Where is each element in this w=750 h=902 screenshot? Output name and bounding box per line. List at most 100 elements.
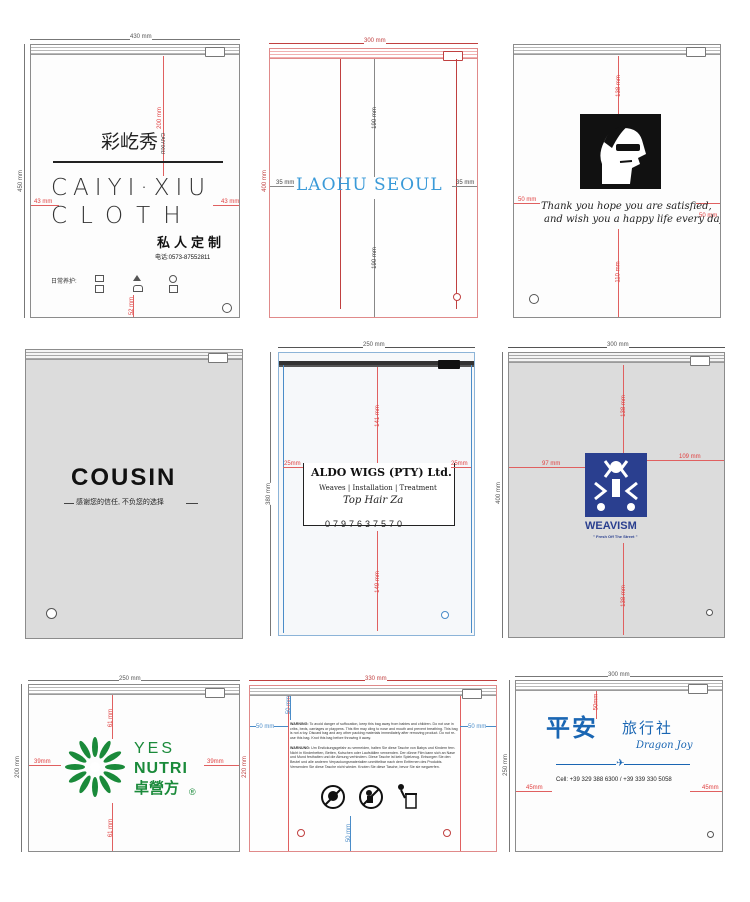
iron-icon — [133, 285, 143, 292]
tagline-rule-left — [64, 503, 74, 504]
card8-top-dim: 330 mm — [365, 676, 387, 682]
bag-mockup-warning: 50 mm 50 mm 50 mm WARNING: To avoid dang… — [249, 685, 497, 852]
brand-cousin: COUSIN — [71, 464, 177, 491]
warning-en-body: To avoid danger of suffocation, keep thi… — [290, 722, 458, 741]
dim-top: 50mm — [593, 693, 600, 711]
dim-left: 25mm — [284, 461, 301, 467]
dim-left: 97 mm — [542, 461, 561, 467]
line-caiyi-xiu: CAIYI·XIU — [51, 175, 212, 201]
thanks-line-2: and wish you a happy life every day. — [544, 214, 721, 225]
nutri-text: NUTRI — [134, 760, 188, 777]
aldo-brand: ALDO WIGS (PTY) Ltd. — [311, 466, 452, 479]
dim-right: 25mm — [451, 461, 468, 467]
card5-top-dim: 250 mm — [363, 342, 385, 348]
zipper-strip — [514, 45, 720, 55]
bag-mockup-yes-nutri: 61 mm 39mm 39mm YES NUTRI 卓營方 ® 61 mm — [28, 684, 240, 852]
bag-mockup-aldo-wigs: 141 mm 25mm 25mm ALDO WIGS (PTY) Ltd. We… — [278, 352, 475, 636]
bag-mockup-thankyou: 138 mm 50 mm 50 mm Thank you hope you ar… — [513, 44, 721, 318]
zipper-strip — [509, 353, 724, 363]
dim-right: 109 mm — [679, 454, 701, 460]
bag-mockup-laohu-seoul: 190 mm LAOHU SEOUL 35 mm 35 mm 190 mm — [269, 48, 478, 318]
weavism-logo-box — [585, 453, 647, 517]
dim-right: 50 mm — [699, 213, 718, 219]
dim-top: 200 mm — [156, 107, 163, 129]
care-label: 日常养护: — [51, 279, 77, 285]
zipper-strip — [26, 350, 242, 360]
custom-cn: 私人定制 — [157, 236, 226, 251]
phone-cn: 电话:0573-87552811 — [155, 255, 211, 261]
wash-icon — [95, 275, 104, 282]
dim-left: 43 mm — [34, 199, 53, 205]
zipper-tab — [690, 356, 710, 366]
yes-text: YES — [134, 740, 176, 757]
hang-hole — [222, 303, 232, 313]
dim-bottom: 50 mm — [346, 823, 353, 843]
zipper-strip — [29, 685, 239, 695]
card9-side-dim: 250 mm — [502, 754, 509, 776]
tumble-icon — [169, 285, 178, 293]
zipper-tab — [205, 47, 225, 57]
dim-bottom: 138 mm — [620, 585, 627, 607]
aldo-services: Weaves | Installation | Treatment — [319, 484, 437, 492]
aldo-phone: 0797637570 — [325, 519, 406, 529]
weavism-brand: WEAVISM — [585, 520, 637, 532]
care-icons — [93, 275, 193, 297]
zipper-strip — [279, 361, 474, 367]
card1-side-dim: 450 mm — [17, 170, 24, 192]
card8-side-dim: 220 mm — [241, 756, 248, 778]
registered-mark: ® — [189, 787, 196, 797]
line-cloth: CLOTH — [51, 203, 194, 229]
dim-top: 61 mm — [108, 708, 115, 728]
zipper-tab — [205, 688, 225, 698]
brand-script: Dragon Joy — [636, 740, 693, 751]
warning-de: WARNUNG: Um Erstickungsgefahr zu vermeid… — [290, 746, 460, 769]
aldo-logo-frame — [303, 463, 455, 526]
card2-top-dim: 300 mm — [364, 38, 386, 44]
dim-top: 190 mm — [371, 107, 378, 129]
warning-de-title: WARNUNG: — [290, 746, 311, 750]
brand-cn-agency: 旅行社 — [622, 720, 674, 737]
portrait-logo — [580, 114, 661, 189]
brand-cn-main: 平安 — [546, 715, 598, 742]
dim-bottom: 190 mm — [371, 247, 378, 269]
brand-laohu: LAOHU SEOUL — [296, 175, 443, 195]
dim-left: 39mm — [34, 759, 51, 765]
dryclean-icon — [169, 275, 177, 283]
card2-side-dim: 400 mm — [261, 170, 268, 192]
zipper-tab — [686, 47, 706, 57]
hang-hole — [529, 294, 539, 304]
zipper-strip — [31, 45, 239, 55]
tagline-cn: 感谢您的信任, 不负您的选择 — [76, 499, 164, 506]
hang-hole — [706, 609, 713, 616]
warning-en-title: WARNING: — [290, 722, 309, 726]
hang-hole — [707, 831, 714, 838]
dim-bottom: 110 mm — [615, 261, 622, 283]
card7-side-dim: 200 mm — [14, 756, 21, 778]
brand-vertical: CAIYIXIU — [159, 132, 166, 155]
no-baby-icon — [359, 785, 383, 809]
dim-bottom: 149 mm — [374, 571, 381, 593]
dim-left: 35 mm — [276, 180, 295, 186]
dim-right: 39mm — [207, 759, 224, 765]
warning-de-body: Um Erstickungsgefahr zu vermeiden, halte… — [290, 746, 456, 769]
zipper-tab — [438, 360, 460, 369]
dim-bottom: 61 mm — [108, 818, 115, 838]
dim-left: 45mm — [526, 785, 543, 791]
no-suffocation-icon — [321, 785, 345, 809]
bleach-icon — [133, 275, 141, 281]
dry-icon — [95, 285, 104, 293]
card5-side-dim: 380 mm — [265, 483, 272, 505]
airplane-icon: ✈ — [616, 758, 625, 769]
zipper-tab — [208, 353, 228, 363]
hang-hole-left — [297, 829, 305, 837]
thanks-line-1: Thank you hope you are satisfied, — [541, 201, 712, 212]
bag-mockup-caiyixiu: 200 mm 43 mm 43 mm 彩屹秀 CAIYIXIU CAIYI·XI… — [30, 44, 240, 318]
dim-top: 50 mm — [286, 695, 293, 715]
dim-left: 50 mm — [518, 197, 537, 203]
dim-bottom: 52 mm — [129, 296, 136, 316]
card6-top-dim: 300 mm — [607, 342, 629, 348]
card7-top-dim: 250 mm — [119, 676, 141, 682]
brand-cn: 彩屹秀 — [101, 131, 159, 153]
zipper-strip — [516, 681, 722, 691]
dim-left: 50 mm — [256, 724, 275, 730]
